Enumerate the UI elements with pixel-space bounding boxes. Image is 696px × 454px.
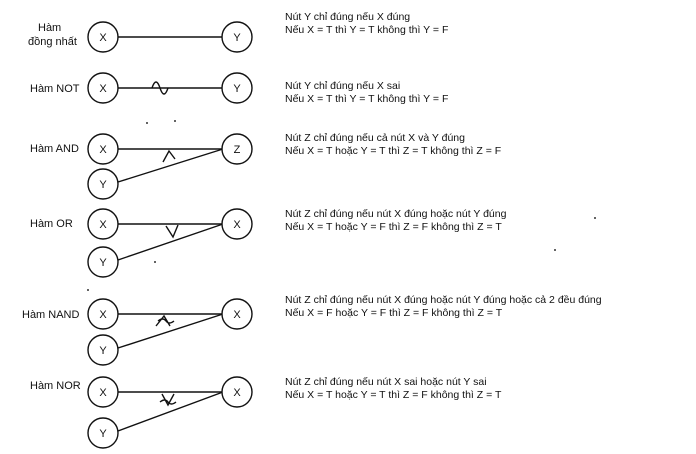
node-circle (221, 21, 253, 53)
description-line-2: Nếu X = T thì Y = T không thì Y = F (285, 93, 448, 105)
output-node: Y (221, 21, 253, 53)
output-node: X (221, 208, 253, 240)
description-line-2: Nếu X = T hoặc Y = T thì Z = F không thì… (285, 389, 502, 401)
description-line-1: Nút Z chỉ đúng nếu nút X sai hoặc nút Y … (285, 376, 487, 388)
node-label: X (233, 309, 241, 321)
description-line-2: Nếu X = T thì Y = T không thì Y = F (285, 24, 448, 36)
description-line-1: Nút Z chỉ đúng nếu cả nút X và Y đúng (285, 132, 465, 144)
input-node-y: Y (87, 417, 119, 449)
logic-row: Hàm OR X X Y Nút Z chỉ đúng nếu nút X đúng h… (30, 208, 507, 278)
scan-speck (554, 249, 556, 251)
edge-y-to-output (117, 391, 224, 432)
node-circle (87, 417, 119, 449)
input-node-x: X (87, 72, 119, 104)
and-symbol-icon (162, 149, 176, 163)
description-line-1: Nút Z chỉ đúng nếu nút X đúng hoặc nút Y… (285, 208, 507, 220)
function-label: Hàm NOR (30, 380, 81, 392)
input-node-y: Y (87, 334, 119, 366)
input-node-x: X (87, 298, 119, 330)
node-label: X (99, 219, 107, 231)
description-line-2: Nếu X = T hoặc Y = T thì Z = T không thì… (285, 145, 501, 157)
node-circle (87, 334, 119, 366)
nand-symbol-icon (155, 314, 175, 327)
node-circle (221, 72, 253, 104)
scan-speck (87, 289, 89, 291)
input-node-x: X (87, 376, 119, 408)
input-node-x: X (87, 133, 119, 165)
input-node-x: X (87, 208, 119, 240)
node-circle (221, 376, 253, 408)
node-circle (87, 298, 119, 330)
or-symbol-icon (165, 224, 179, 239)
node-label: Z (234, 144, 241, 156)
description-line-1: Nút Y chỉ đúng nếu X đúng (285, 11, 410, 23)
node-circle (221, 298, 253, 330)
logic-row: Hàm đồng nhất X Y Nút Y chỉ đúng nếu X đúngN… (28, 11, 448, 53)
node-label: X (99, 83, 107, 95)
input-node-x: X (87, 21, 119, 53)
output-node: Y (221, 72, 253, 104)
edge-y-to-output (117, 313, 224, 349)
edge-y-to-output (117, 223, 224, 261)
description-line-2: Nếu X = F hoặc Y = F thì Z = F không thì… (285, 307, 503, 319)
function-label: đồng nhất (28, 36, 77, 48)
node-label: X (99, 144, 107, 156)
description-line-2: Nếu X = T hoặc Y = F thì Z = F không thì… (285, 221, 502, 233)
node-label: X (233, 219, 241, 231)
function-label: Hàm AND (30, 143, 79, 155)
output-node: X (221, 376, 253, 408)
edge-y-to-output (117, 148, 224, 183)
output-node: X (221, 298, 253, 330)
description-line-1: Nút Y chỉ đúng nếu X sai (285, 80, 400, 92)
node-circle (87, 376, 119, 408)
node-label: X (99, 309, 107, 321)
node-label: Y (99, 345, 107, 357)
node-label: Y (99, 428, 107, 440)
scan-speck (146, 122, 148, 124)
node-circle (87, 72, 119, 104)
node-circle (221, 208, 253, 240)
not-symbol-icon (151, 81, 169, 95)
node-circle (87, 168, 119, 200)
node-circle (87, 21, 119, 53)
node-label: Y (233, 83, 241, 95)
node-label: X (99, 387, 107, 399)
description-line-1: Nút Z chỉ đúng nếu nút X đúng hoặc nút Y… (285, 294, 602, 306)
nor-symbol-icon (159, 393, 177, 407)
node-label: Y (99, 179, 107, 191)
output-node: Z (221, 133, 253, 165)
function-label: Hàm NOT (30, 83, 80, 95)
logic-row: Hàm AND X Z Y Nút Z chỉ đúng nếu cả nút X và… (30, 132, 501, 200)
function-label: Hàm (38, 22, 61, 34)
logic-row: Hàm NAND X X Y Nút Z chỉ đúng nếu nút X đúng… (22, 294, 602, 366)
function-label: Hàm NAND (22, 309, 80, 321)
node-label: Y (233, 32, 241, 44)
scan-speck (154, 261, 156, 263)
node-label: Y (99, 257, 107, 269)
logic-row: Hàm NOR X X Y Nút Z chỉ đúng nếu nút X sai h… (30, 376, 502, 449)
scan-speck (594, 217, 596, 219)
node-label: X (99, 32, 107, 44)
input-node-y: Y (87, 246, 119, 278)
node-circle (87, 246, 119, 278)
node-circle (87, 133, 119, 165)
node-circle (87, 208, 119, 240)
input-node-y: Y (87, 168, 119, 200)
node-circle (221, 133, 253, 165)
scan-speck (174, 120, 176, 122)
function-label: Hàm OR (30, 218, 73, 230)
node-label: X (233, 387, 241, 399)
